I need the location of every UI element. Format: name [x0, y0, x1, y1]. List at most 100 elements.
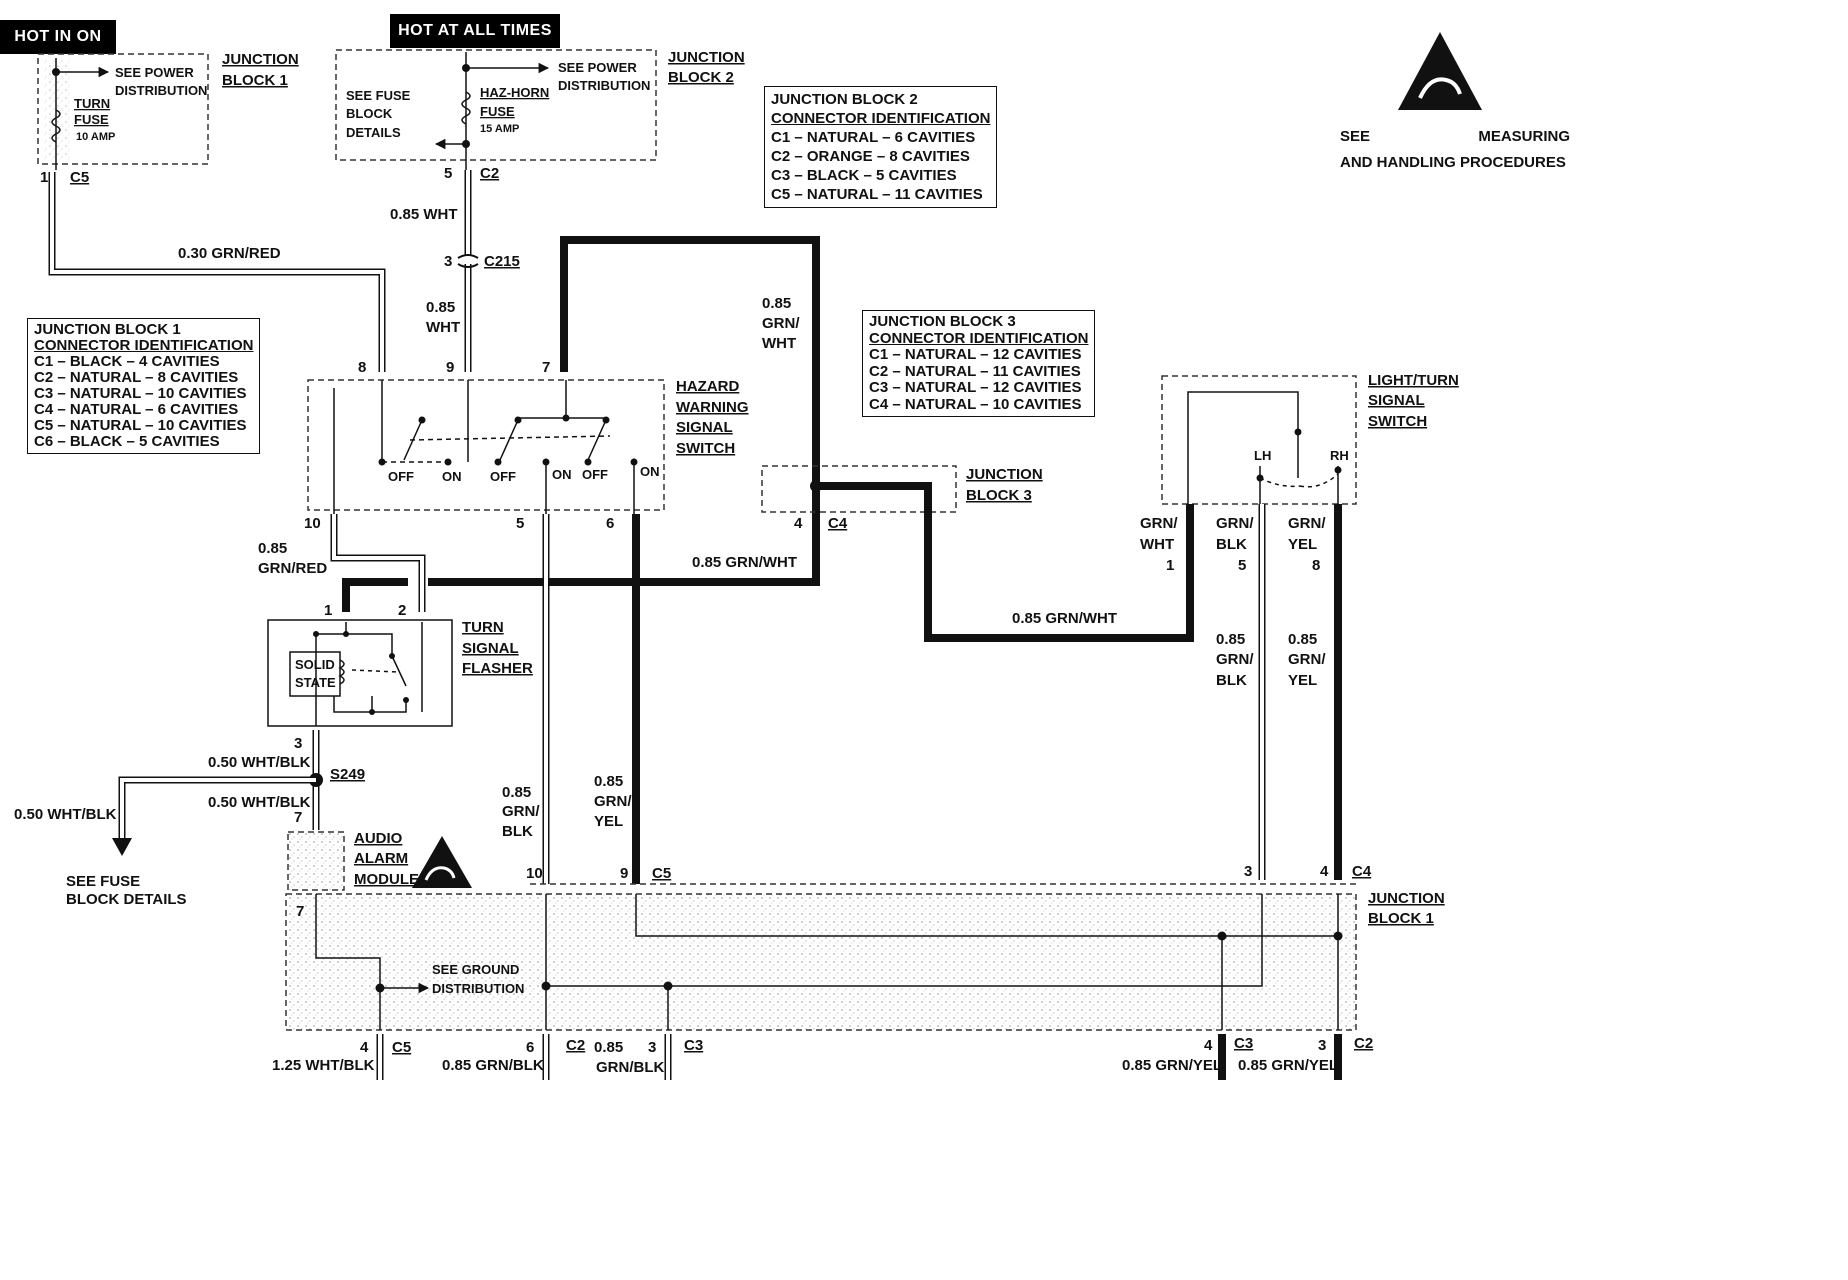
pin-label: 3	[1318, 1037, 1326, 1054]
jb1-bottom-box	[285, 893, 1357, 1031]
switch-on-label: ON	[552, 467, 572, 482]
pin-label: 9	[446, 359, 454, 376]
connector-label: C215	[484, 253, 520, 270]
jb1-ident-row: C1 – BLACK – 4 CAVITIES	[34, 353, 220, 370]
pin-label: 4	[794, 515, 803, 532]
wire-label: YEL	[1288, 672, 1317, 689]
pin-label: 10	[526, 865, 543, 882]
jb2-top-title: JUNCTION	[668, 49, 745, 66]
jb2-details: DETAILS	[346, 125, 401, 140]
wire-label: 0.85 WHT	[390, 206, 458, 223]
pin-label: 2	[398, 602, 406, 619]
wire-label: 0.85	[1288, 631, 1317, 648]
jb3-connector-ident: JUNCTION BLOCK 3 CONNECTOR IDENTIFICATIO…	[862, 310, 1096, 417]
wire-label: GRN/	[1288, 651, 1326, 668]
jb1-ident-row: C5 – NATURAL – 10 CAVITIES	[34, 417, 247, 434]
rh-label: RH	[1330, 448, 1349, 463]
down-arrow-icon	[112, 838, 132, 856]
wire-label: 0.85 GRN/BLK	[442, 1057, 544, 1074]
connector-label: C5	[70, 169, 89, 186]
wire-label: GRN/	[1288, 515, 1326, 532]
jb1-distribution: DISTRIBUTION	[115, 83, 207, 98]
connector-label: C3	[684, 1037, 703, 1054]
wire-label: 0.85 GRN/YEL	[1238, 1057, 1338, 1074]
connector-label: C2	[1354, 1035, 1373, 1052]
esd-small-icon	[412, 836, 472, 888]
light-turn-title2: SIGNAL	[1368, 392, 1425, 409]
jb3-ident-subtitle: CONNECTOR IDENTIFICATION	[869, 329, 1089, 347]
jb1-ident-row: C4 – NATURAL – 6 CAVITIES	[34, 401, 239, 418]
jb3-title2: BLOCK 3	[966, 487, 1032, 504]
turn-fuse-rating: 10 AMP	[76, 131, 115, 143]
pin-label: 6	[606, 515, 614, 532]
wire-label: YEL	[594, 813, 623, 830]
jb3-ident-title: JUNCTION BLOCK 3	[869, 313, 1016, 330]
wire-label: 0.85	[594, 773, 623, 790]
wire-label: 0.85	[1216, 631, 1245, 648]
wire-label: 0.30 GRN/RED	[178, 245, 281, 262]
jb1-see-power: SEE POWER	[115, 65, 194, 80]
wire-label: BLK	[1216, 536, 1247, 553]
switch-off-label: OFF	[388, 469, 414, 484]
jb2-top-box	[335, 49, 657, 161]
wire-label: BLK	[1216, 672, 1247, 689]
wire-label: 1.25 WHT/BLK	[272, 1057, 375, 1074]
hot-in-on-header: HOT IN ON	[0, 20, 116, 54]
esd-note: SEE MEASURING AND HANDLING PROCEDURES	[1340, 124, 1570, 176]
audio-alarm-box	[287, 831, 345, 891]
wire-label: 0.85	[258, 540, 287, 557]
ground-distribution-label: DISTRIBUTION	[432, 981, 524, 996]
pin-label: 3	[648, 1039, 656, 1056]
pin-label: 5	[444, 165, 452, 182]
jb1-bottom-title: JUNCTION	[1368, 890, 1445, 907]
connector-label: C5	[392, 1039, 411, 1056]
wire-label: WHT	[762, 335, 796, 352]
wire-label: 0.85	[594, 1039, 623, 1056]
pin-label: 5	[1238, 557, 1246, 574]
wire-label: 0.50 WHT/BLK	[208, 794, 311, 811]
switch-on-label: ON	[640, 464, 660, 479]
turn-fuse-label: TURN	[74, 96, 110, 111]
jb1-ident-title: JUNCTION BLOCK 1	[34, 321, 181, 338]
see-ground-label: SEE GROUND	[432, 962, 519, 977]
pin-label: 4	[360, 1039, 369, 1056]
jb1-top-title: JUNCTION	[222, 51, 299, 68]
jb2-distribution: DISTRIBUTION	[558, 78, 650, 93]
jb3-ident-row: C2 – NATURAL – 11 CAVITIES	[869, 362, 1081, 380]
connector-label: C5	[652, 865, 671, 882]
connector-label: C4	[828, 515, 848, 532]
wire-label: GRN/	[1140, 515, 1178, 532]
jb3-ident-row: C1 – NATURAL – 12 CAVITIES	[869, 346, 1082, 363]
solid-label: SOLID	[295, 657, 335, 672]
flasher-box	[267, 619, 453, 727]
light-turn-switch-box	[1161, 375, 1357, 505]
jb2-top-title2: BLOCK 2	[668, 69, 734, 86]
wire-label: 0.85 GRN/WHT	[692, 554, 797, 571]
pin-label: 5	[516, 515, 524, 532]
hazard-switch-box	[307, 379, 665, 511]
wire-label: GRN/	[1216, 651, 1254, 668]
haz-horn-fuse-rating: 15 AMP	[480, 123, 519, 135]
jb1-ident-row: C3 – NATURAL – 10 CAVITIES	[34, 385, 247, 402]
esd-handling: AND HANDLING PROCEDURES	[1340, 154, 1566, 171]
connector-label: C2	[566, 1037, 585, 1054]
hazard-title4: SWITCH	[676, 440, 735, 457]
switch-off-label: OFF	[490, 469, 516, 484]
audio-title: AUDIO	[354, 830, 403, 847]
jb3-ident-row: C3 – NATURAL – 12 CAVITIES	[869, 379, 1082, 396]
light-turn-title: LIGHT/TURN	[1368, 372, 1459, 389]
wire-label: 0.50 WHT/BLK	[14, 806, 117, 823]
wire-label: GRN/BLK	[596, 1059, 664, 1076]
wire-label: 0.50 WHT/BLK	[208, 754, 311, 771]
pin-label: 3	[444, 253, 452, 270]
wire-label: GRN/RED	[258, 560, 327, 577]
pin-label: 1	[40, 169, 48, 186]
wire-label: 0.85	[426, 299, 455, 316]
lh-label: LH	[1254, 448, 1271, 463]
haz-horn-fuse-label2: FUSE	[480, 104, 515, 119]
wire-label: 0.85 GRN/YEL	[1122, 1057, 1222, 1074]
audio-title2: ALARM	[354, 850, 408, 867]
fuse-symbol	[51, 109, 61, 143]
hazard-title: HAZARD	[676, 378, 739, 395]
